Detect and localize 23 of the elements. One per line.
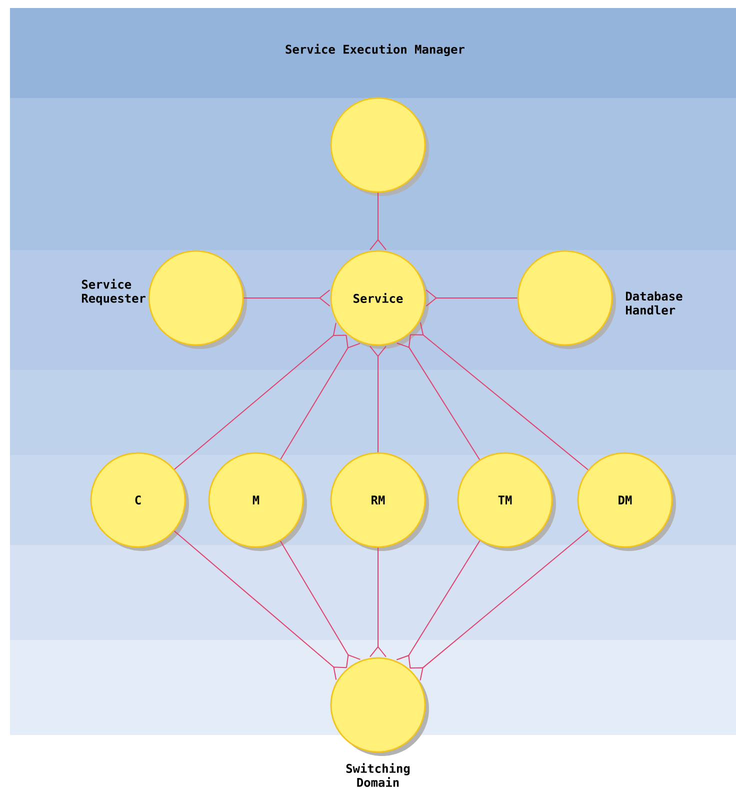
node-label: Switching Domain [346, 763, 410, 787]
connector [174, 530, 347, 680]
connector [280, 334, 360, 460]
connector [410, 322, 589, 470]
connector [243, 290, 330, 306]
connector [280, 540, 361, 668]
circle-node: Service [330, 250, 429, 349]
circle-node: C [90, 452, 189, 551]
node-label: Service Execution Manager [286, 44, 464, 56]
node-label: Database Handler [626, 291, 682, 315]
circle-node: TM [457, 452, 556, 551]
connector [174, 322, 347, 470]
connector [370, 346, 386, 453]
circle-node: RM [330, 452, 429, 551]
connector [396, 334, 480, 460]
connector [396, 540, 480, 669]
circle-node: DM [577, 452, 676, 551]
node-label: Service Requester [82, 278, 146, 306]
connector [410, 530, 589, 681]
connector [426, 290, 518, 306]
connector [370, 547, 386, 658]
circle-node: M [208, 452, 307, 551]
connector [370, 192, 386, 250]
